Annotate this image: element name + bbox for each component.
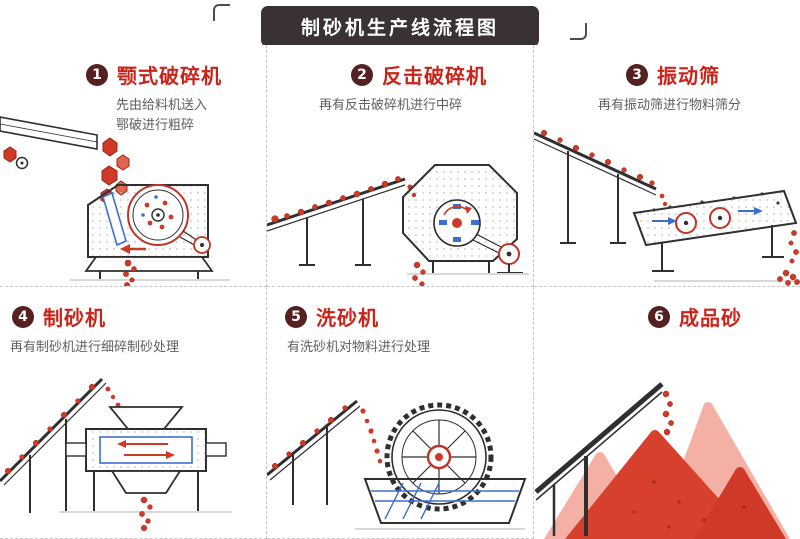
panel-finished-sand: 6 成品砂 — [534, 287, 800, 539]
step-number-badge: 3 — [626, 63, 648, 86]
discharge-particles — [777, 230, 800, 286]
vibrating-screen-illustration — [534, 129, 800, 286]
feed-conveyor — [534, 131, 657, 244]
belt-particles — [271, 405, 348, 470]
output-particles — [139, 496, 153, 532]
panel-subtitle: 有洗砂机对物料进行处理 — [287, 340, 431, 355]
belt-particles — [540, 129, 655, 186]
step-number-badge: 1 — [86, 63, 108, 86]
panel-jaw-crusher: 1 颚式破碎机 先由给料机送入 鄂破进行粗碎 — [0, 45, 267, 287]
impact-crusher-illustration — [267, 164, 529, 286]
panel-title: 制砂机 — [43, 306, 106, 330]
belt-particles — [271, 176, 401, 223]
sand-piles — [544, 402, 790, 539]
step-number-badge: 5 — [285, 305, 307, 328]
belt-particles — [4, 383, 96, 475]
panel-subtitle: 再有反击破碎机进行中碎 — [319, 98, 463, 113]
panel-subtitle: 再有制砂机进行细碎制砂处理 — [10, 340, 180, 355]
output-particles — [412, 261, 426, 286]
corner-bracket-icon — [213, 4, 230, 21]
panel-impact-crusher: 2 反击破碎机 再有反击破碎机进行中碎 — [267, 45, 534, 287]
panel-title: 成品砂 — [679, 306, 742, 330]
output-particles — [123, 259, 137, 286]
falling-stream — [662, 390, 674, 436]
panel-title: 洗砂机 — [316, 306, 379, 330]
sand-maker-illustration — [0, 377, 232, 532]
panel-header: 4 制砂机 — [0, 287, 266, 331]
panel-sand-maker: 4 制砂机 再有制砂机进行细碎制砂处理 — [0, 287, 267, 539]
panel-header: 3 振动筛 — [534, 45, 800, 89]
wash-tank — [363, 478, 527, 524]
panel-title: 振动筛 — [657, 64, 720, 88]
step-number-badge: 4 — [12, 305, 34, 328]
step-number-badge: 2 — [351, 63, 373, 86]
feed-conveyor — [0, 377, 107, 513]
sand-washer-illustration — [267, 399, 527, 530]
falling-rocks — [100, 137, 130, 205]
panel-subtitle: 再有振动筛进行物料筛分 — [598, 98, 742, 113]
panel-grid: 1 颚式破碎机 先由给料机送入 鄂破进行粗碎 — [0, 45, 800, 539]
falling-stream — [360, 408, 383, 464]
panel-title: 颚式破碎机 — [117, 64, 222, 88]
flywheel — [127, 184, 189, 246]
rotor — [433, 199, 481, 247]
panel-header: 6 成品砂 — [534, 287, 800, 331]
panel-header: 2 反击破碎机 — [267, 45, 533, 89]
title-bar: 制砂机生产线流程图 — [0, 0, 800, 47]
corner-bracket-icon — [570, 23, 587, 40]
washer-wheel — [384, 402, 494, 512]
page-title: 制砂机生产线流程图 — [300, 17, 500, 39]
page-title-badge: 制砂机生产线流程图 — [260, 6, 540, 47]
panel-vibrating-screen: 3 振动筛 再有振动筛进行物料筛分 — [534, 45, 800, 287]
panel-header: 1 颚式破碎机 — [0, 45, 266, 89]
finished-sand-illustration — [534, 382, 790, 539]
panel-sand-washer: 5 洗砂机 有洗砂机对物料进行处理 — [267, 287, 534, 539]
stacker-conveyor — [534, 382, 664, 536]
panel-title: 反击破碎机 — [382, 64, 487, 88]
panel-header: 5 洗砂机 — [267, 287, 533, 331]
feed-conveyor — [267, 177, 406, 266]
panel-subtitle: 先由给料机送入 鄂破进行粗碎 — [116, 98, 208, 134]
feed-conveyor — [267, 399, 361, 505]
step-number-badge: 6 — [648, 305, 670, 328]
